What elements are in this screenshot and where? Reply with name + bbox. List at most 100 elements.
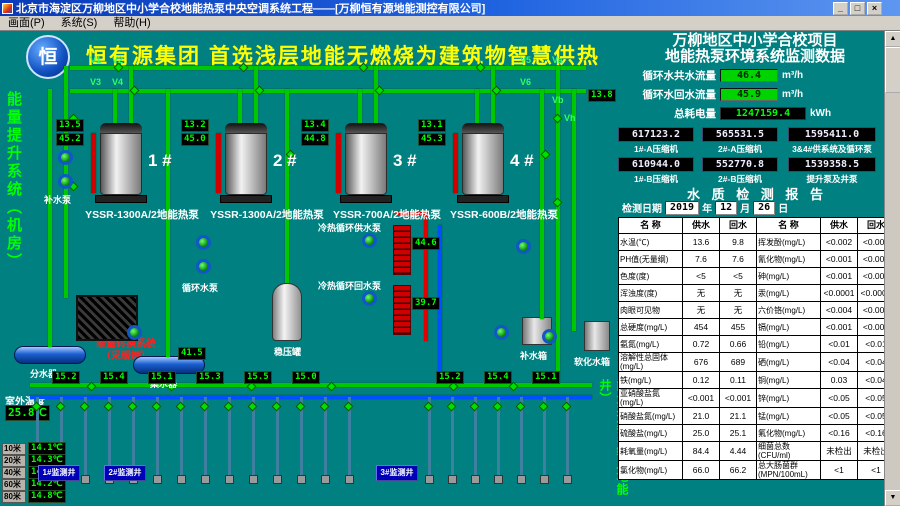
unit-cap: [225, 123, 267, 133]
table-row: 色度(度)<5<5砷(mg/L)<0.001<0.001: [618, 267, 884, 285]
well-valve-icon: [55, 401, 66, 412]
heat-pump-unit: [100, 133, 142, 195]
vertical-scrollbar: ▲ ▼: [884, 31, 900, 506]
unit-base: [340, 195, 392, 203]
param-value: <0.05: [820, 388, 858, 408]
led-readout: 15.0: [292, 371, 320, 384]
scroll-up-button[interactable]: ▲: [885, 31, 900, 47]
param-value: 66.0: [682, 460, 720, 480]
energy-meter-label: 2#-B压缩机: [718, 174, 762, 184]
minimize-button[interactable]: _: [833, 1, 848, 15]
well-pipe: [428, 397, 431, 475]
pipe: [30, 395, 592, 399]
pump-icon: [58, 174, 73, 189]
well-pipe: [180, 397, 183, 475]
param-name: 水温(℃): [618, 233, 683, 251]
valve-label: V1: [90, 55, 102, 65]
param-value: <0.001: [857, 250, 884, 268]
param-name: 铅(mg/L): [756, 335, 821, 353]
well-head: [249, 475, 258, 484]
report-day-suffix: 日: [778, 204, 789, 215]
param-name: 铜(mg/L): [756, 371, 821, 389]
close-button[interactable]: ×: [867, 1, 882, 15]
meter-value: 45.9: [720, 88, 778, 101]
param-name: 硝酸盐氮(mg/L): [618, 407, 683, 425]
equipment-label: 分水器: [30, 369, 58, 379]
report-day: 26: [753, 200, 776, 215]
pump-icon: [127, 325, 142, 340]
unit-temp-out: 45.2: [56, 133, 84, 146]
plate-heat-exchanger-supply: [393, 225, 411, 275]
unit-base: [220, 195, 272, 203]
energy-meter-label: 2#-A压缩机: [718, 144, 762, 154]
well-pipe: [566, 397, 569, 475]
equipment-label: 集水器: [150, 379, 178, 389]
pipe: [254, 66, 258, 125]
energy-meter-value: 610944.0: [618, 157, 694, 172]
equipment-label: 稳压罐: [274, 347, 302, 357]
param-value: <0.0001: [857, 284, 884, 302]
equipment-label: 冷热循环回水泵: [318, 281, 382, 291]
well-pipe: [300, 397, 303, 475]
unit-model-label: YSSR-700A/2地能热泵: [333, 209, 441, 221]
depth-label: 60米: [2, 479, 26, 491]
heat-pump-unit: [225, 133, 267, 195]
well-pipe: [84, 397, 87, 475]
maximize-button[interactable]: □: [850, 1, 865, 15]
unit-number: 1 #: [148, 151, 172, 170]
table-header: 名 称: [756, 217, 821, 234]
well-valve-icon: [79, 401, 90, 412]
unit-temp-out: 45.0: [181, 133, 209, 146]
param-name: 浑浊度(度): [618, 284, 683, 302]
well-head: [540, 475, 549, 484]
menu-item-2[interactable]: 系统(S): [60, 16, 98, 29]
unit-temp-in: 13.2: [181, 119, 209, 132]
led-readout: 15.1: [148, 371, 176, 384]
plate-heat-exchanger-return: [393, 285, 411, 335]
param-value: <5: [682, 267, 720, 285]
led-readout: 15.4: [100, 371, 128, 384]
energy-meter-value: 552770.8: [702, 157, 778, 172]
well-pipe: [252, 397, 255, 475]
param-value: 9.8: [719, 233, 757, 251]
well-pipe: [156, 397, 159, 475]
unit-cap: [345, 123, 387, 133]
unit-red-pipe: [91, 133, 96, 193]
param-value: <0.001: [820, 267, 858, 285]
param-value: <0.01: [820, 335, 858, 353]
well-pipe: [276, 397, 279, 475]
param-name: 挥发酚(mg/L): [756, 233, 821, 251]
report-year-suffix: 年: [702, 204, 713, 215]
unit-model-label: YSSR-600B/2地能热泵: [450, 209, 558, 221]
well-head: [297, 475, 306, 484]
unit-cap: [100, 123, 142, 133]
param-value: 84.4: [682, 441, 720, 461]
well-pipe: [474, 397, 477, 475]
param-value: 无: [682, 284, 720, 302]
menu-item-1[interactable]: 画面(P): [8, 16, 45, 29]
equipment-label: 冷热循环供水泵: [318, 223, 382, 233]
project-title: 万柳地区中小学合校项目 地能热泵环境系统监测数据: [628, 33, 882, 65]
monitor-well-button[interactable]: 3#监测井: [376, 465, 418, 481]
param-value: 7.6: [682, 250, 720, 268]
monitor-well-button[interactable]: 2#监测井: [104, 465, 146, 481]
scroll-down-button[interactable]: ▼: [885, 490, 900, 506]
scroll-thumb[interactable]: [885, 47, 900, 93]
valve-label: V6: [520, 77, 532, 87]
param-value: 25.1: [719, 424, 757, 442]
param-name: 砷(mg/L): [756, 267, 821, 285]
well-pipe: [348, 397, 351, 475]
monitor-well-button[interactable]: 1#监测井: [38, 465, 80, 481]
header-slogan: 恒有源集团 首选浅层地能无燃烧为建筑物智慧供热: [86, 45, 600, 68]
pump-icon: [362, 291, 377, 306]
pipe: [285, 89, 289, 283]
param-name: 硫酸盐(mg/L): [618, 424, 683, 442]
scada-canvas: 恒 恒有源集团 首选浅层地能无燃烧为建筑物智慧供热 万柳地区中小学合校项目 地能…: [0, 31, 884, 506]
menu-item-3[interactable]: 帮助(H): [113, 16, 151, 29]
param-value: <1: [820, 460, 858, 480]
unit-number: 4 #: [510, 151, 534, 170]
well-head: [425, 475, 434, 484]
